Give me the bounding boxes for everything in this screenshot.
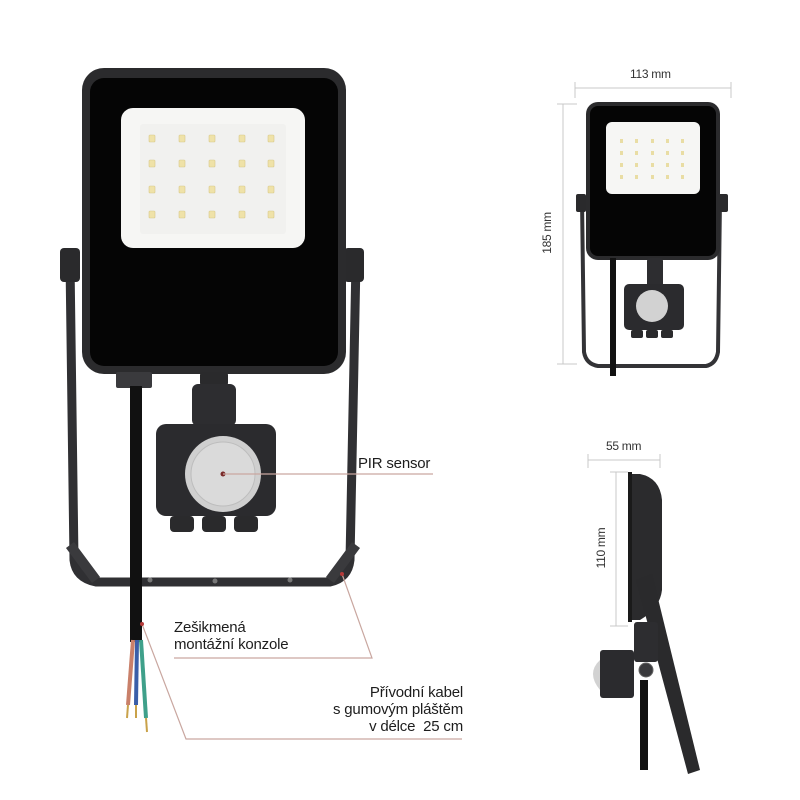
cable-label-line-2: s gumovým pláštěm [333, 701, 463, 718]
cable-label-line-1: Přívodní kabel [369, 684, 463, 701]
wire-green [139, 639, 148, 719]
wire-blue [134, 639, 139, 706]
bracket-callout-line [174, 573, 373, 659]
pir-sensor-text: PIR sensor [358, 455, 431, 472]
bracket-label-line-2: montážní konzole [174, 636, 289, 653]
bracket-label: Zešikmená montážní konzole [174, 619, 289, 653]
dimension-depth-label: 55 mm [606, 439, 642, 453]
cable-callout-line [141, 623, 462, 740]
power-cable [130, 386, 142, 642]
pir-sensor-label: PIR sensor [358, 455, 430, 472]
dimension-lines-front [557, 82, 732, 365]
cable-label: Přívodní kabel s gumovým pláštěm v délce… [333, 684, 463, 735]
side-view [593, 472, 700, 774]
dimension-side-height-label: 110 mm [594, 527, 608, 569]
bracket-label-line-1: Zešikmená [174, 619, 246, 636]
wire-brown [126, 639, 135, 706]
dimension-width-label: 113 mm [630, 67, 671, 81]
main-front-view [60, 68, 364, 733]
callout-lines [141, 473, 462, 740]
left-knob [60, 248, 80, 282]
small-front-view [576, 102, 728, 376]
pir-neck [200, 372, 228, 386]
dimension-height-label: 185 mm [540, 212, 554, 254]
led-chips [148, 134, 275, 219]
right-knob [344, 248, 364, 282]
cable-gland [116, 372, 152, 388]
cable-label-line-3: v délce 25 cm [369, 718, 463, 735]
dimension-lines-side [587, 454, 661, 627]
